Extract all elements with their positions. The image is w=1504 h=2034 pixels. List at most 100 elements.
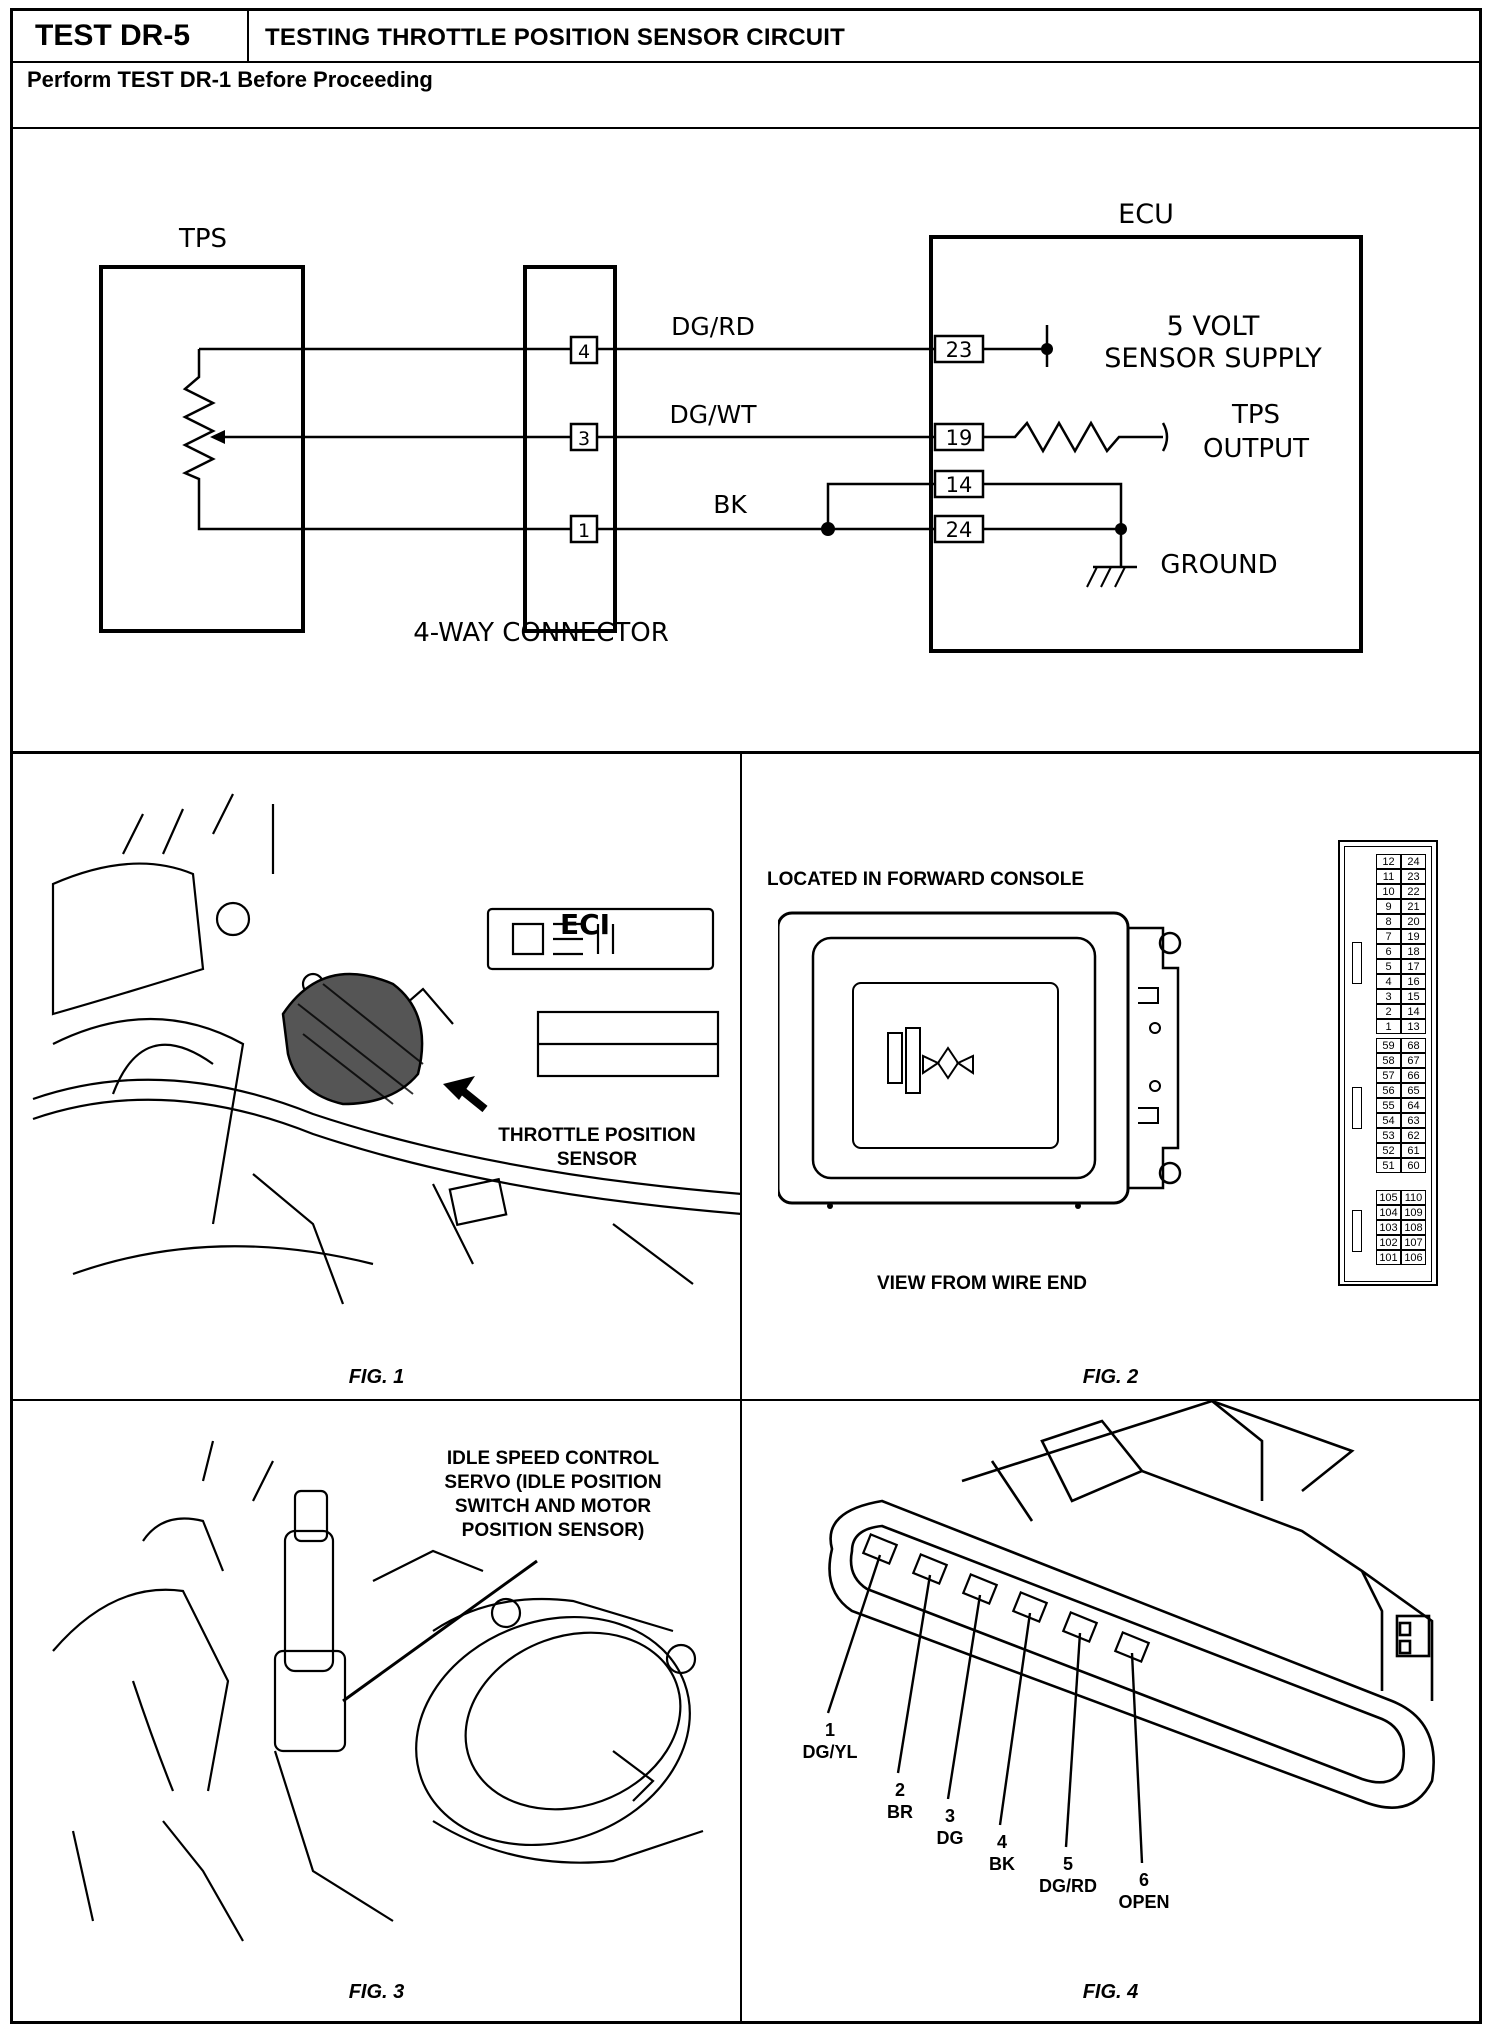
ecu-pin-cell: 62 (1401, 1128, 1426, 1143)
fig4-caption: FIG. 4 (1082, 1981, 1139, 2003)
ecu-pin-cell: 1 (1376, 1019, 1401, 1034)
ecu-label: ECU (1118, 199, 1174, 230)
fig1-engine-illustration: ECI (32, 793, 742, 1305)
ecu-pin-cell: 20 (1401, 914, 1426, 929)
ecu-box (929, 235, 1363, 653)
ecu-pin-cell: 103 (1376, 1220, 1401, 1235)
ecu-pin-cell: 59 (1376, 1038, 1401, 1053)
figure-1-panel: ECI THROTTLE POSITION SENSOR FIG. 1 (13, 754, 742, 1401)
pin-wire-color: OPEN (1118, 1892, 1170, 1912)
header-row: TEST DR-5 TESTING THROTTLE POSITION SENS… (13, 11, 1479, 63)
pin-wire-color: DG/YL (802, 1742, 858, 1762)
connector-cavity-3 (961, 1573, 999, 1605)
ecu-pin-14: 14 (946, 473, 973, 497)
ecu-pin-cell: 53 (1376, 1128, 1401, 1143)
connector-cavity-1 (861, 1533, 899, 1565)
ecu-pin-cell: 18 (1401, 944, 1426, 959)
ecu-pin-cell: 106 (1401, 1250, 1426, 1265)
fig3-leader-line (342, 1559, 538, 1703)
ecu-pin-cell: 101 (1376, 1250, 1401, 1265)
fig4-connector-illustration (826, 1401, 1435, 1864)
ecu-pin-cell: 110 (1401, 1190, 1426, 1205)
ecu-pin-cell: 14 (1401, 1004, 1426, 1019)
ecu-pin-cell: 21 (1401, 899, 1426, 914)
figure-2-panel: LOCATED IN FORWARD CONSOLE VIEW FROM WIR… (742, 754, 1479, 1401)
pin-number: 1 (824, 1720, 835, 1740)
wire-label-dg-wt: DG/WT (669, 400, 757, 429)
ecu-pin-cell: 68 (1401, 1038, 1426, 1053)
fig2-view-text: VIEW FROM WIRE END (876, 1273, 1088, 1294)
ecu-pin-cell: 4 (1376, 974, 1401, 989)
ecu-pin-cell: 19 (1401, 929, 1426, 944)
connector-cavity-6 (1113, 1631, 1151, 1663)
eci-badge: ECI (560, 908, 610, 941)
prerequisite-text: Perform TEST DR-1 Before Proceeding (27, 67, 433, 92)
ecu-input-resistor (983, 420, 1163, 454)
fig1-callout: THROTTLE POSITION SENSOR (467, 1124, 727, 1172)
connector-pin-4: 4 (578, 341, 590, 363)
supply-label-2: SENSOR SUPPLY (1104, 343, 1322, 374)
ecu-pin-cell: 6 (1376, 944, 1401, 959)
pin-leader-3 (946, 1594, 982, 1800)
ecu-pin-19: 19 (946, 426, 973, 450)
connector-label: 4-WAY CONNECTOR (413, 618, 669, 648)
ecu-pin-cell: 51 (1376, 1158, 1401, 1173)
pin-number: 6 (1138, 1870, 1149, 1890)
connector-pin-3: 3 (578, 428, 590, 450)
ecu-pin-cell: 3 (1376, 989, 1401, 1004)
connector-cavity-4 (1011, 1591, 1049, 1623)
pin-number: 3 (944, 1806, 955, 1826)
tps-label: TPS (178, 224, 227, 254)
fig2-caption: FIG. 2 (1082, 1366, 1139, 1388)
ecu-pin-cell: 56 (1376, 1083, 1401, 1098)
ecu-pin-cell: 54 (1376, 1113, 1401, 1128)
ecu-pin-cell: 9 (1376, 899, 1401, 914)
ecu-pin-cell: 64 (1401, 1098, 1426, 1113)
wire-label-dg-rd: DG/RD (671, 312, 755, 341)
fig3-engine-illustration (52, 1440, 704, 1942)
ecu-pin-cell: 65 (1401, 1083, 1426, 1098)
ecu-pin-cell: 109 (1401, 1205, 1426, 1220)
test-id: TEST DR-5 (13, 11, 249, 61)
fig3-callout-line3: SWITCH AND MOTOR (454, 1496, 652, 1517)
four-way-connector (523, 265, 617, 633)
schematic-drawing: TPS 4 3 1 4-WAY CONNECTOR DG/RD DG/WT BK (99, 199, 1363, 653)
wiper-arrow-icon (210, 430, 225, 444)
pin-leader-1 (826, 1554, 882, 1714)
ecu-pin-cell: 104 (1376, 1205, 1401, 1220)
pin-number: 4 (996, 1832, 1007, 1852)
ecu-pin-cell: 66 (1401, 1068, 1426, 1083)
ecu-pin-cell: 67 (1401, 1053, 1426, 1068)
pin-wire-color: BK (989, 1854, 1015, 1874)
output-label-1: TPS (1231, 400, 1280, 430)
ecu-pin-cell: 58 (1376, 1053, 1401, 1068)
ecu-pin-cell: 57 (1376, 1068, 1401, 1083)
pin-wire-color: BR (887, 1802, 913, 1822)
ecu-pin-cell: 108 (1401, 1220, 1426, 1235)
test-title: TESTING THROTTLE POSITION SENSOR CIRCUIT (265, 24, 846, 51)
ecu-pin-cell: 7 (1376, 929, 1401, 944)
connector-pin-1: 1 (578, 520, 590, 542)
fig3-callout-line2: SERVO (IDLE POSITION (444, 1472, 662, 1493)
fig1-callout-line2: SENSOR (556, 1149, 638, 1170)
connector-cavities (861, 1533, 1151, 1663)
ecu-pin-cell: 17 (1401, 959, 1426, 974)
fig3-caption: FIG. 3 (348, 1981, 405, 2003)
pin-leader-4 (998, 1612, 1032, 1826)
ecu-pin-cell: 102 (1376, 1235, 1401, 1250)
fig3-callout-line4: POSITION SENSOR) (461, 1520, 645, 1541)
ground-label: GROUND (1160, 550, 1277, 580)
pin-leader-6 (1130, 1652, 1144, 1864)
ecu-pin-cell: 52 (1376, 1143, 1401, 1158)
ecu-module-drawing (778, 911, 1182, 1209)
ecu-pin-cell: 55 (1376, 1098, 1401, 1113)
prerequisite-row: Perform TEST DR-1 Before Proceeding (13, 63, 1479, 129)
ecu-pin-cell: 10 (1376, 884, 1401, 899)
ecu-pin-cell: 22 (1401, 884, 1426, 899)
figure-3-panel: IDLE SPEED CONTROL SERVO (IDLE POSITION … (13, 1401, 742, 2021)
